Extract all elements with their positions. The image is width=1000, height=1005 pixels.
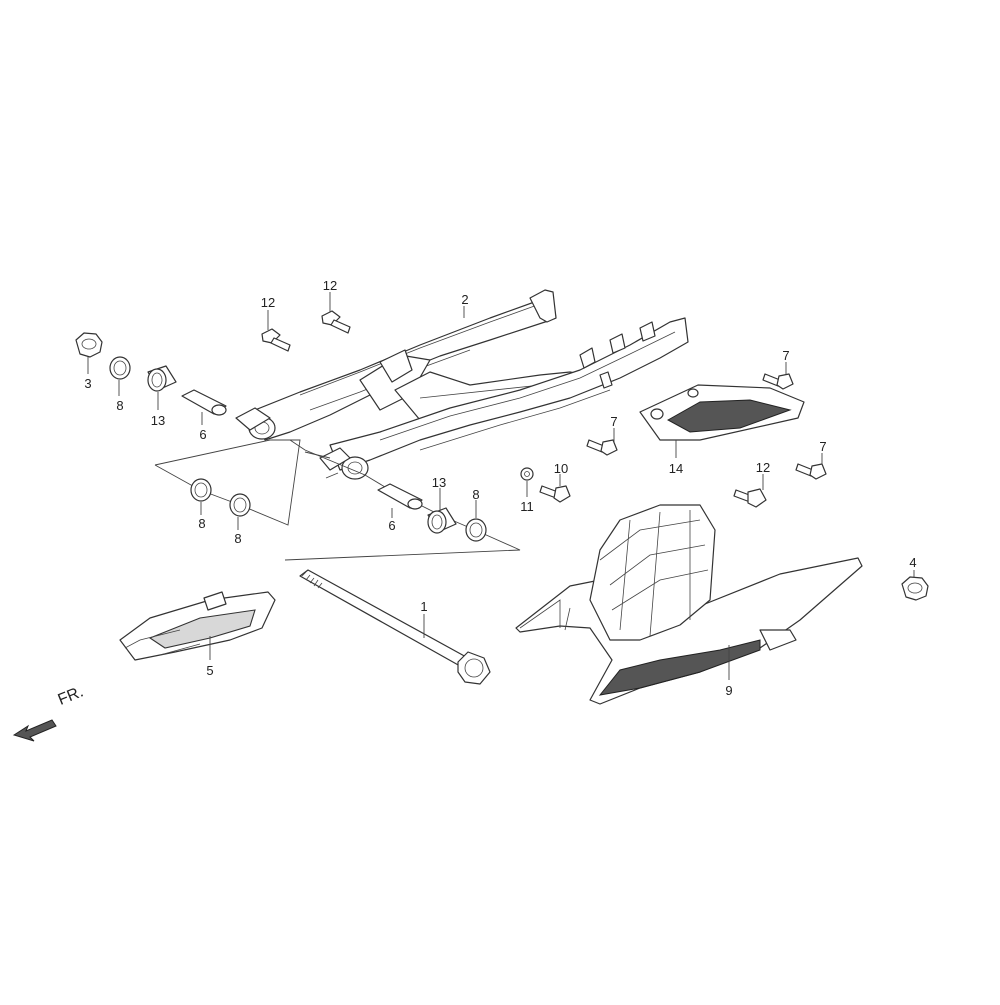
callout-8-lower-b: 8 xyxy=(234,531,242,546)
bolt-7-mid xyxy=(586,439,618,456)
axle-1 xyxy=(299,569,491,685)
callout-8-right: 8 xyxy=(472,487,480,502)
callout-13-left: 13 xyxy=(150,413,166,428)
callout-7-right: 7 xyxy=(819,439,827,454)
chain-slider-5 xyxy=(119,591,276,661)
bolt-12-right xyxy=(733,488,767,508)
callout-12-top-right: 12 xyxy=(322,278,338,293)
callout-leaders xyxy=(87,292,915,680)
callout-5: 5 xyxy=(206,663,214,678)
bolt-7-upper xyxy=(762,373,794,390)
bolt-7-right xyxy=(795,463,827,480)
callout-2: 2 xyxy=(461,292,469,307)
callout-1: 1 xyxy=(420,599,428,614)
callout-3: 3 xyxy=(84,376,92,391)
callout-9: 9 xyxy=(725,683,733,698)
bolt-10 xyxy=(539,485,571,503)
bolt-12-top-left xyxy=(261,328,291,352)
callout-13-right: 13 xyxy=(431,475,447,490)
callout-6-right: 6 xyxy=(388,518,396,533)
callout-7-mid: 7 xyxy=(610,414,618,429)
bearing-13-left xyxy=(147,365,177,392)
callout-10: 10 xyxy=(553,461,569,476)
callout-12-right: 12 xyxy=(755,460,771,475)
nut-3 xyxy=(75,332,103,358)
chain-guard-14 xyxy=(639,384,805,441)
callout-6-left: 6 xyxy=(199,427,207,442)
callout-4: 4 xyxy=(909,555,917,570)
seal-8-lower-b xyxy=(229,493,251,517)
nut-4 xyxy=(901,576,929,601)
bolt-12-top-right xyxy=(321,310,351,334)
seal-8-right xyxy=(465,518,487,542)
washer-11 xyxy=(520,467,534,481)
callout-7-upper: 7 xyxy=(782,348,790,363)
rear-fender-9 xyxy=(515,504,863,705)
callout-14: 14 xyxy=(668,461,684,476)
collar-6-right xyxy=(377,483,423,510)
callout-12-top-left: 12 xyxy=(260,295,276,310)
callout-8-lower-a: 8 xyxy=(198,516,206,531)
collar-6-left xyxy=(181,389,227,416)
seal-8-left xyxy=(109,356,131,380)
seal-8-lower-a xyxy=(190,478,212,502)
bearing-13-right xyxy=(427,507,457,534)
swing-arm xyxy=(235,289,689,480)
front-arrow-icon xyxy=(12,719,57,742)
callout-8-left: 8 xyxy=(116,398,124,413)
callout-11: 11 xyxy=(520,499,534,514)
